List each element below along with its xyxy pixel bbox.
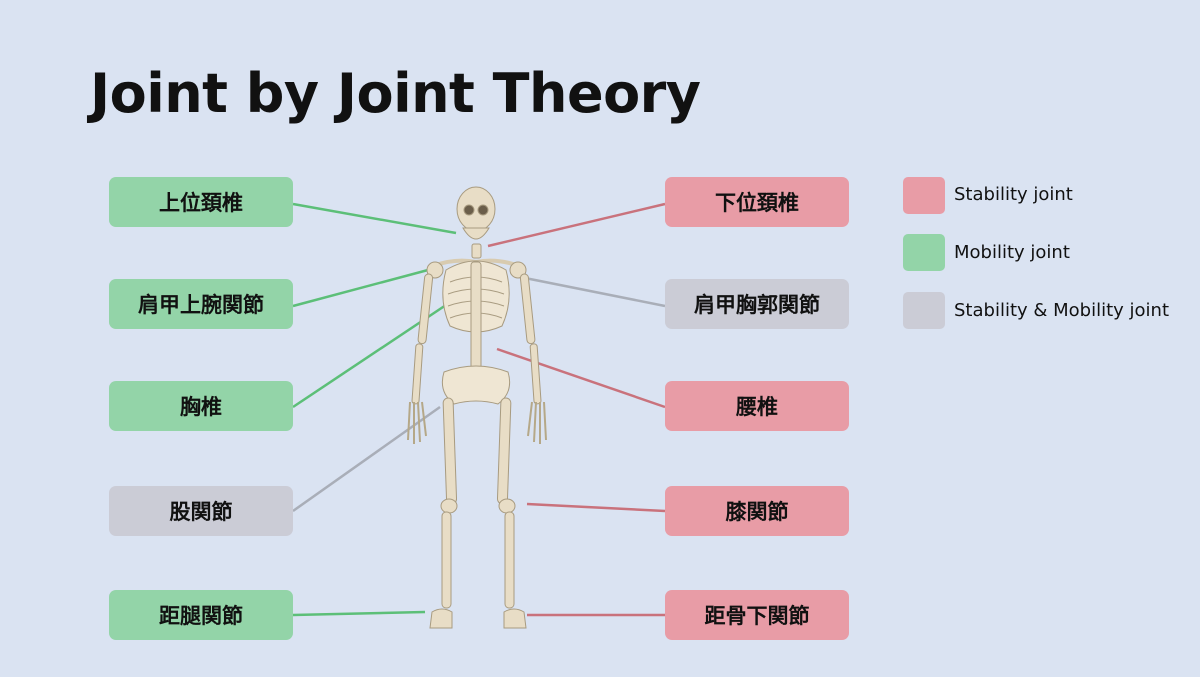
joint-upper-cervical: 上位頚椎: [109, 177, 293, 227]
connector-upper-cervical: [292, 202, 457, 235]
legend-label-stability: Stability joint: [954, 184, 1073, 205]
joint-subtalar: 距骨下関節: [665, 590, 849, 640]
legend-swatch-stability-mobility: [903, 292, 945, 329]
connector-ankle: [292, 610, 426, 617]
legend-swatch-mobility: [903, 234, 945, 271]
legend-label-mobility: Mobility joint: [954, 242, 1070, 263]
connector-scapulothoracic: [514, 274, 666, 308]
legend-label-stability-mobility: Stability & Mobility joint: [954, 300, 1170, 321]
connector-lower-cervical: [487, 202, 666, 248]
joint-lower-cervical: 下位頚椎: [665, 177, 849, 227]
joint-knee: 膝関節: [665, 486, 849, 536]
joint-ankle: 距腿関節: [109, 590, 293, 640]
joint-lumbar-spine: 腰椎: [665, 381, 849, 431]
connector-thoracic: [292, 287, 471, 409]
connector-lumbar: [496, 347, 666, 409]
connector-hip: [292, 405, 441, 513]
page-title: Joint by Joint Theory: [90, 62, 701, 125]
joint-thoracic-spine: 胸椎: [109, 381, 293, 431]
legend-swatch-stability: [903, 177, 945, 214]
joint-scapulothoracic: 肩甲胸郭関節: [665, 279, 849, 329]
joint-hip: 股関節: [109, 486, 293, 536]
connector-glenohumeral: [292, 268, 429, 308]
connector-knee: [526, 502, 666, 513]
joint-glenohumeral: 肩甲上腕関節: [109, 279, 293, 329]
